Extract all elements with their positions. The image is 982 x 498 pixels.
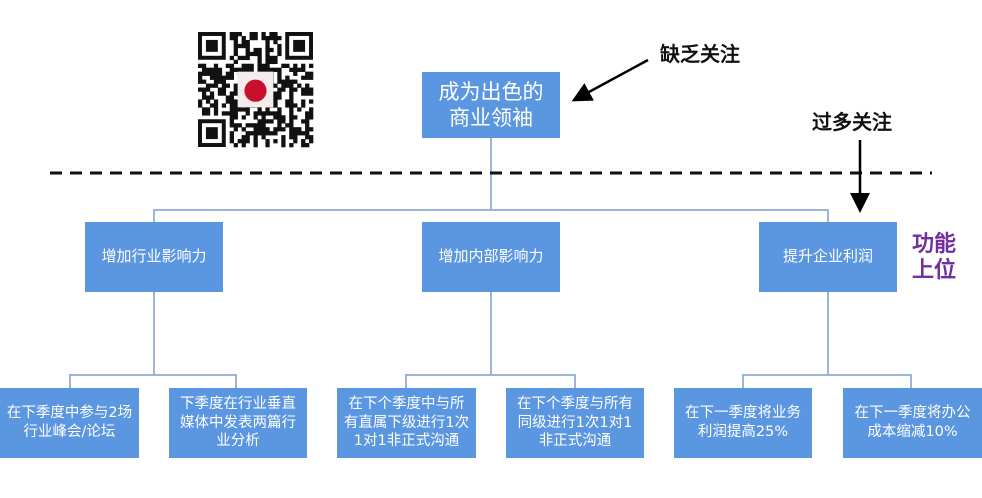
annotation-lacking: 缺乏关注	[660, 42, 740, 66]
connector	[742, 374, 912, 376]
level3-node: 在下一季度将办公成本缩减10%	[843, 388, 982, 458]
connector	[574, 374, 576, 388]
level3-node: 在下个季度与所有同级进行1次1对1非正式沟通	[506, 388, 644, 458]
level3-node: 在下一季度将业务利润提高25%	[674, 388, 812, 458]
annotation-function-level: 功能上位	[912, 232, 957, 284]
connector	[153, 209, 829, 211]
connector	[405, 374, 407, 388]
connector	[742, 374, 744, 388]
annotation-excessive: 过多关注	[812, 110, 892, 134]
connector	[153, 292, 155, 375]
level3-node: 在下个季度中与所有直属下级进行1次1对1非正式沟通	[337, 388, 476, 458]
level3-node: 下季度在行业垂直媒体中发表两篇行业分析	[169, 388, 307, 458]
connector	[69, 374, 71, 388]
level2-node: 增加内部影响力	[422, 222, 560, 292]
connector	[69, 374, 237, 376]
connector	[405, 374, 575, 376]
connector	[827, 209, 829, 222]
root-node: 成为出色的 商业领袖	[422, 72, 560, 138]
connector	[490, 292, 492, 375]
connector	[153, 209, 155, 222]
level3-node: 在下季度中参与2场行业峰会/论坛	[0, 388, 139, 458]
connector	[235, 374, 237, 388]
connector	[827, 292, 829, 375]
connector	[910, 374, 912, 388]
level2-node: 提升企业利润	[759, 222, 897, 292]
arrow-lacking	[571, 58, 649, 102]
level2-node: 增加行业影响力	[85, 222, 223, 292]
